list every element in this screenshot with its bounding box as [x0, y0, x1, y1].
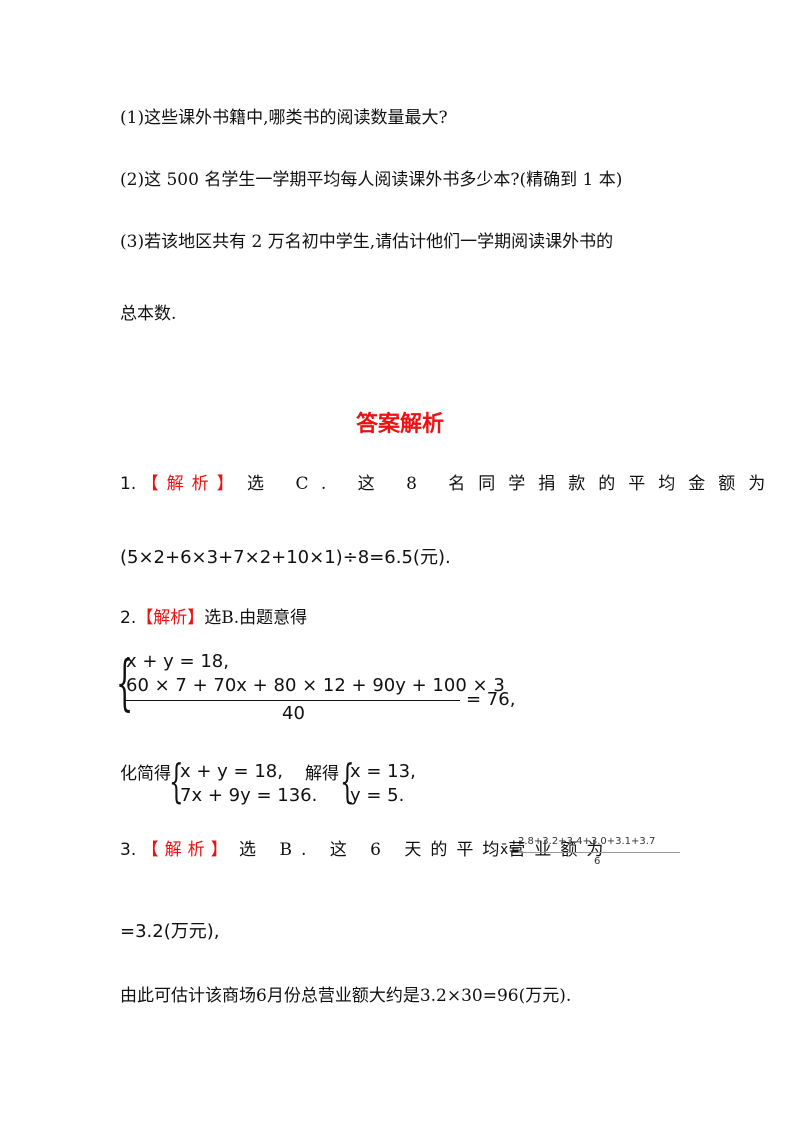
- answer-3-line-1: 3. 【解析】 选 B. 这 6 天的平均营业额为: [120, 838, 612, 862]
- answer-3-tag: 【解析】: [141, 840, 234, 860]
- fraction-bar: [124, 700, 460, 701]
- equation-2-numerator: 60 × 7 + 70x + 80 × 12 + 90y + 100 × 3: [126, 675, 505, 696]
- x-bar-symbol: x̄=: [500, 842, 521, 858]
- fraction-numerator: 2.8+3.2+3.4+3.0+3.1+3.7: [518, 836, 656, 847]
- simplified-eq-1: x + y = 18,: [180, 761, 283, 782]
- question-1: (1)这些课外书籍中,哪类书的阅读数量最大?: [120, 108, 448, 128]
- left-brace-icon: {: [169, 754, 184, 808]
- answer-3-conclusion: 由此可估计该商场6月份总营业额大约是3.2×30=96(万元).: [120, 986, 572, 1006]
- equation-2-denominator: 40: [282, 703, 305, 724]
- section-title: 答案解析: [355, 412, 444, 437]
- solution-x: x = 13,: [350, 761, 416, 782]
- question-3-line-2: 总本数.: [120, 304, 177, 324]
- answer-1-calculation: (5×2+6×3+7×2+10×1)÷8=6.5(元).: [120, 547, 451, 568]
- question-2: (2)这 500 名学生一学期平均每人阅读课外书多少本?(精确到 1 本): [120, 170, 623, 190]
- answer-2-line-1: 2.【解析】选B.由题意得: [120, 606, 307, 630]
- answer-2-tag: 【解析】: [136, 608, 205, 628]
- question-3-line-1: (3)若该地区共有 2 万名初中学生,请估计他们一学期阅读课外书的: [120, 232, 614, 252]
- answer-3-result: =3.2(万元),: [120, 921, 220, 942]
- simplified-eq-2: 7x + 9y = 136.: [180, 785, 318, 806]
- answer-3-number: 3.: [120, 840, 137, 860]
- answer-2-text: 选B.由题意得: [204, 608, 308, 628]
- answer-2-number: 2.: [120, 608, 137, 628]
- answer-3-text: 选 B. 这 6 天的平均营业额为: [239, 840, 613, 860]
- solve-label: 解得: [305, 764, 339, 784]
- answer-1-text: 选 C. 这 8 名同学捐款的平均金额为: [247, 474, 779, 494]
- answer-1-tag: 【解析】: [141, 474, 242, 494]
- left-brace-icon: {: [340, 754, 355, 808]
- equation-1: x + y = 18,: [126, 651, 229, 672]
- fraction-denominator: 6: [594, 856, 601, 867]
- answer-1-line-1: 1. 【解析】 选 C. 这 8 名同学捐款的平均金额为: [120, 472, 765, 496]
- equation-2-rhs: = 76,: [466, 689, 516, 710]
- solution-y: y = 5.: [350, 785, 405, 806]
- simplify-label: 化简得: [120, 764, 171, 784]
- answer-1-number: 1.: [120, 474, 137, 494]
- fraction-bar: [518, 852, 680, 853]
